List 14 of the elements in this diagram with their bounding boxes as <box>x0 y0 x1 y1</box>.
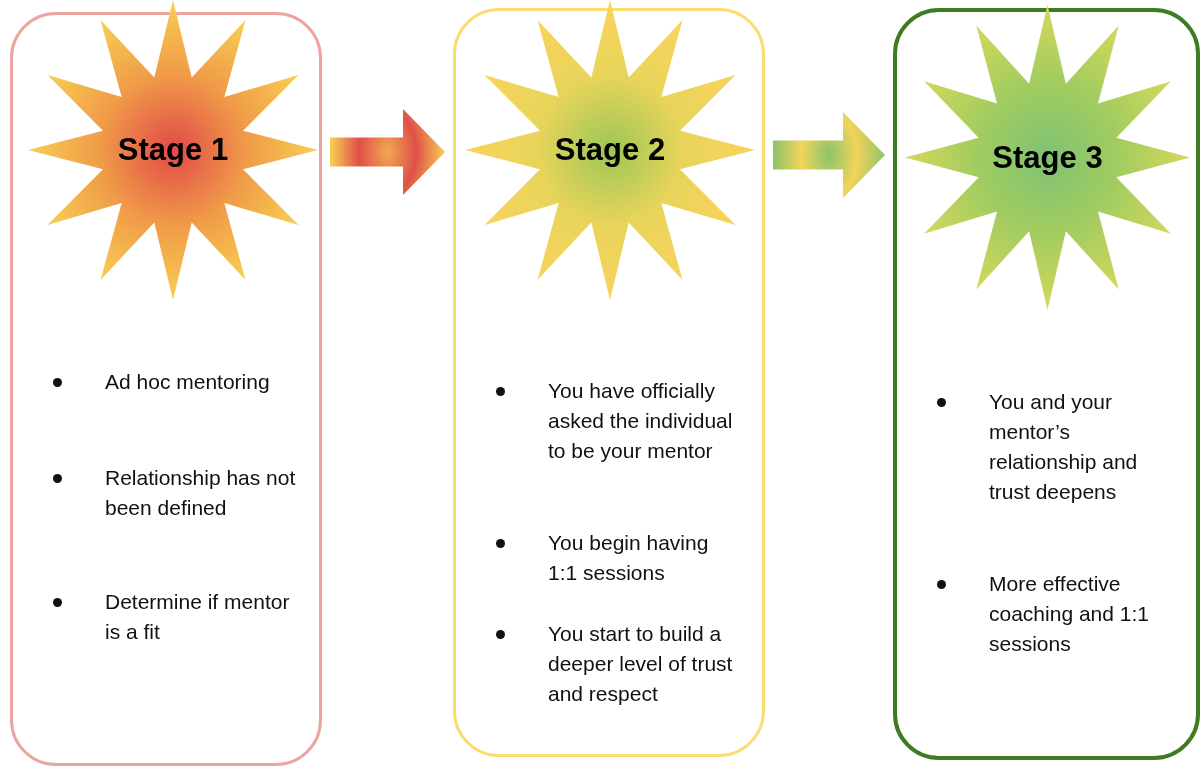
bullet-text: You start to build a deeper level of trust and respect <box>548 621 734 707</box>
block-arrow <box>330 109 445 195</box>
block-arrow <box>773 112 885 198</box>
bullet-text: You have officially asked the individual to be your mentor <box>548 378 734 464</box>
stage-card <box>893 8 1200 760</box>
bullet-text: You and your mentor’s relationship and trust deepens <box>989 389 1139 505</box>
bullet-text: Determine if mentor is a fit <box>105 589 291 645</box>
bullet-text: You begin having 1:1 sessions <box>548 530 710 586</box>
bullet-text: Ad hoc mentoring <box>105 369 271 395</box>
stage-title: Stage 2 <box>554 132 666 168</box>
bullet-text: More effective coaching and 1:1 sessions <box>989 571 1150 657</box>
bullet-text: Relationship has not been defined <box>105 465 297 521</box>
stage-title: Stage 1 <box>117 132 229 168</box>
stage-title: Stage 3 <box>992 139 1103 176</box>
